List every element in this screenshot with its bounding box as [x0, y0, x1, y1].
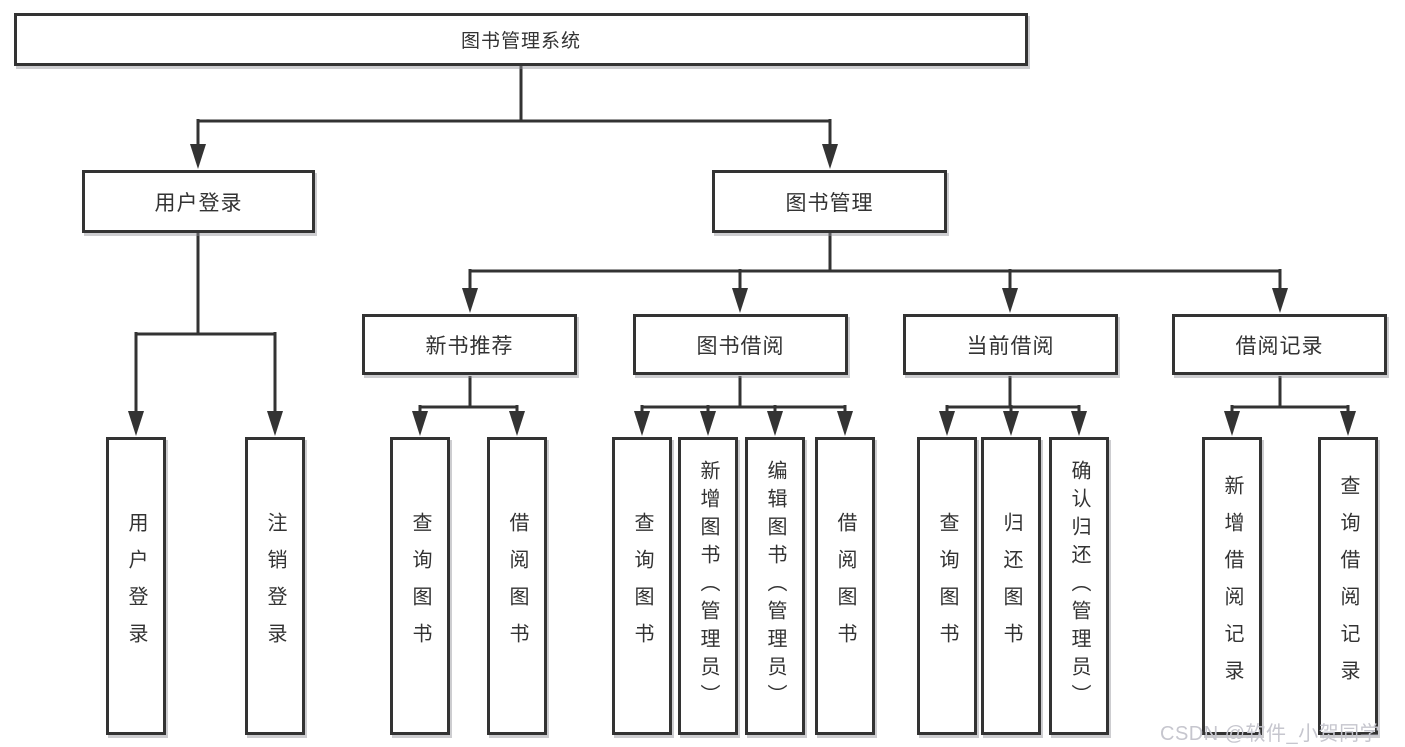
node-label: 借阅记录: [1235, 334, 1324, 358]
leaf-add-borrow-record: 新增借阅记录: [1202, 437, 1262, 735]
node-user-login: 用户登录: [82, 170, 315, 233]
leaf-query-borrow-record: 查询借阅记录: [1318, 437, 1378, 735]
leaf-logout: 注销登录: [245, 437, 305, 735]
node-label: 借阅图书: [506, 512, 528, 660]
node-label: 当前借阅: [966, 334, 1055, 358]
node-label: 图书管理系统: [460, 31, 581, 52]
node-label: 查询图书: [409, 512, 431, 660]
node-book-management: 图书管理: [712, 170, 947, 233]
node-label: 查询图书: [936, 512, 958, 660]
leaf-edit-book-admin: 编辑图书（管理员）: [745, 437, 805, 735]
node-label: 新增借阅记录: [1221, 475, 1243, 697]
leaf-query-books-current: 查询图书: [917, 437, 977, 735]
node-label: 归还图书: [1000, 512, 1022, 660]
leaf-add-book-admin: 新增图书（管理员）: [678, 437, 738, 735]
node-book-borrowing: 图书借阅: [633, 314, 848, 375]
node-label: 查询借阅记录: [1337, 475, 1359, 697]
node-label: 编辑图书（管理员）: [764, 460, 786, 712]
node-label: 查询图书: [631, 512, 653, 660]
node-new-book-recommendation: 新书推荐: [362, 314, 577, 375]
leaf-user-login: 用户登录: [106, 437, 166, 735]
leaf-return-books: 归还图书: [981, 437, 1041, 735]
node-label: 借阅图书: [834, 512, 856, 660]
node-label: 确认归还（管理员）: [1068, 460, 1090, 712]
node-label: 新书推荐: [425, 334, 514, 358]
node-label: 图书借阅: [696, 334, 785, 358]
leaf-borrow-books: 借阅图书: [815, 437, 875, 735]
node-label: 用户登录: [125, 512, 147, 660]
node-label: 新增图书（管理员）: [697, 460, 719, 712]
node-label: 用户登录: [154, 191, 243, 215]
leaf-query-books-borrow: 查询图书: [612, 437, 672, 735]
node-current-borrowing: 当前借阅: [903, 314, 1118, 375]
node-library-system: 图书管理系统: [14, 13, 1028, 66]
csdn-watermark: CSDN @软件_小贺同学: [1160, 723, 1381, 745]
node-label: 注销登录: [264, 512, 286, 660]
node-borrowing-records: 借阅记录: [1172, 314, 1387, 375]
leaf-borrow-books-recommend: 借阅图书: [487, 437, 547, 735]
node-label: 图书管理: [785, 191, 874, 215]
leaf-query-books-recommend: 查询图书: [390, 437, 450, 735]
leaf-confirm-return-admin: 确认归还（管理员）: [1049, 437, 1109, 735]
